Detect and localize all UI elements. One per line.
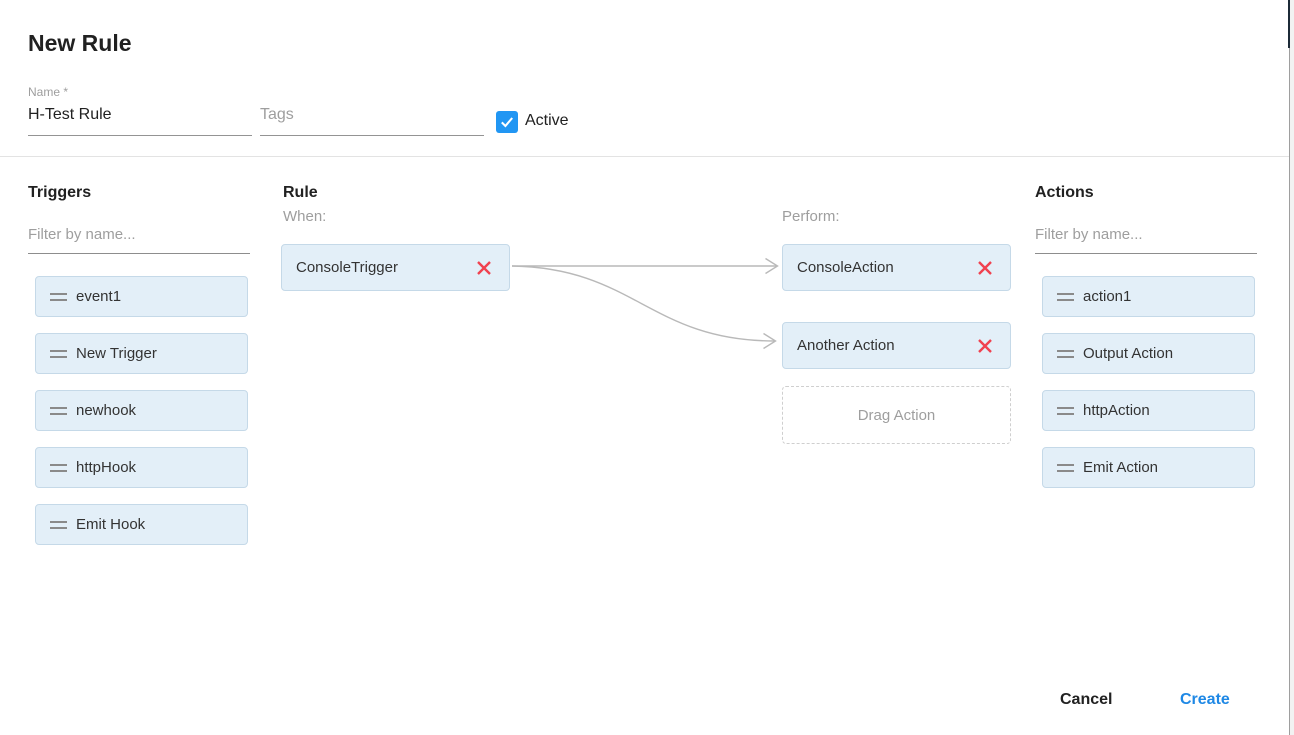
delete-action-button[interactable] bbox=[974, 257, 996, 279]
action-item-label: Emit Action bbox=[1083, 459, 1159, 476]
action-list: action1 Output Action httpAction Emit Ac… bbox=[1042, 276, 1255, 488]
trigger-item-label: newhook bbox=[76, 402, 137, 419]
actions-heading: Actions bbox=[1035, 184, 1094, 201]
trigger-item-label: Emit Hook bbox=[76, 516, 146, 533]
check-icon bbox=[501, 117, 513, 128]
action-item[interactable]: Emit Action bbox=[1042, 447, 1255, 488]
perform-chip[interactable]: Another Action bbox=[782, 322, 1011, 369]
action-drop-zone[interactable]: Drag Action bbox=[782, 386, 1011, 444]
trigger-list: event1 New Trigger newhook httpHook Emit… bbox=[35, 276, 248, 545]
x-icon bbox=[978, 260, 992, 275]
perform-chip[interactable]: ConsoleAction bbox=[782, 244, 1011, 291]
page-title: New Rule bbox=[28, 30, 132, 56]
trigger-item[interactable]: New Trigger bbox=[35, 333, 248, 374]
action-item[interactable]: httpAction bbox=[1042, 390, 1255, 431]
drag-handle-icon[interactable] bbox=[1057, 349, 1074, 358]
drag-handle-icon[interactable] bbox=[1057, 463, 1074, 472]
rule-heading: Rule bbox=[283, 184, 318, 201]
action-item-label: action1 bbox=[1083, 288, 1132, 305]
drop-zone-label: Drag Action bbox=[857, 406, 936, 424]
x-icon bbox=[978, 338, 992, 353]
trigger-item[interactable]: httpHook bbox=[35, 447, 248, 488]
trigger-item-label: httpHook bbox=[76, 459, 137, 476]
perform-chip-label: Another Action bbox=[797, 337, 895, 354]
page-edge-track bbox=[1290, 0, 1294, 735]
triggers-filter-input[interactable] bbox=[28, 226, 250, 254]
active-checkbox[interactable] bbox=[496, 111, 518, 133]
trigger-item-label: event1 bbox=[76, 288, 122, 305]
trigger-item[interactable]: newhook bbox=[35, 390, 248, 431]
create-button[interactable]: Create bbox=[1172, 685, 1238, 715]
perform-list: ConsoleAction Another Action bbox=[782, 244, 1011, 369]
page-edge-line bbox=[1289, 48, 1290, 735]
drag-handle-icon[interactable] bbox=[50, 463, 67, 472]
delete-action-button[interactable] bbox=[974, 335, 996, 357]
drag-handle-icon[interactable] bbox=[50, 292, 67, 301]
rule-connector-arrows bbox=[511, 257, 779, 350]
trigger-item[interactable]: Emit Hook bbox=[35, 504, 248, 545]
active-checkbox-label: Active bbox=[525, 112, 569, 129]
perform-chip-label: ConsoleAction bbox=[797, 259, 894, 276]
actions-filter-input[interactable] bbox=[1035, 226, 1257, 254]
cancel-button[interactable]: Cancel bbox=[1052, 685, 1120, 715]
name-field-label: Name * bbox=[28, 85, 69, 99]
action-item[interactable]: action1 bbox=[1042, 276, 1255, 317]
when-list: ConsoleTrigger bbox=[281, 244, 510, 291]
when-label: When: bbox=[283, 208, 327, 225]
perform-label: Perform: bbox=[782, 208, 840, 225]
trigger-item-label: New Trigger bbox=[76, 345, 157, 362]
name-input[interactable] bbox=[28, 106, 252, 136]
drag-handle-icon[interactable] bbox=[1057, 292, 1074, 301]
action-item[interactable]: Output Action bbox=[1042, 333, 1255, 374]
page-edge-dark-segment bbox=[1288, 0, 1290, 48]
header-divider bbox=[0, 156, 1294, 157]
when-chip[interactable]: ConsoleTrigger bbox=[281, 244, 510, 291]
drag-handle-icon[interactable] bbox=[50, 520, 67, 529]
x-icon bbox=[477, 260, 491, 275]
drag-handle-icon[interactable] bbox=[50, 349, 67, 358]
when-chip-label: ConsoleTrigger bbox=[296, 259, 398, 276]
triggers-heading: Triggers bbox=[28, 184, 92, 201]
action-item-label: Output Action bbox=[1083, 345, 1174, 362]
trigger-item[interactable]: event1 bbox=[35, 276, 248, 317]
action-item-label: httpAction bbox=[1083, 402, 1150, 419]
drag-handle-icon[interactable] bbox=[1057, 406, 1074, 415]
tags-input[interactable] bbox=[260, 106, 484, 136]
delete-trigger-button[interactable] bbox=[473, 257, 495, 279]
drag-handle-icon[interactable] bbox=[50, 406, 67, 415]
